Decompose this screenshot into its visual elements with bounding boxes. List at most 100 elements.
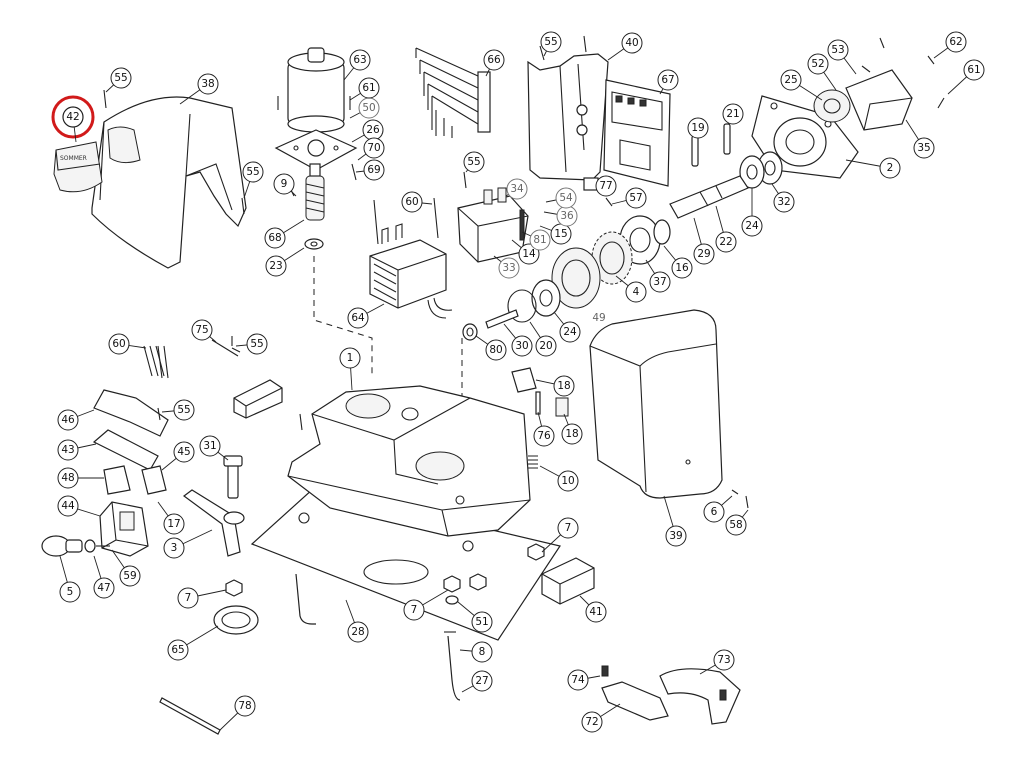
part-block-rails xyxy=(233,379,283,419)
callout-circle xyxy=(879,157,901,179)
callout-42: 42 xyxy=(62,106,84,128)
part-42-key-cap: SOMMER xyxy=(53,141,103,193)
callout-circle xyxy=(595,175,617,197)
callout-number: 57 xyxy=(629,192,642,204)
callout-31: 31 xyxy=(199,435,221,457)
callout-circle xyxy=(363,159,385,181)
callout-number: 81 xyxy=(533,234,546,246)
callout-circle xyxy=(665,525,687,547)
callout-circle xyxy=(557,470,579,492)
callout-9: 9 xyxy=(273,173,295,195)
callout-72: 72 xyxy=(581,711,603,733)
callout-circle xyxy=(177,587,199,609)
callout-circle xyxy=(649,271,671,293)
callout-63: 63 xyxy=(349,49,371,71)
callout-74: 74 xyxy=(567,669,589,691)
callout-number: 24 xyxy=(745,220,759,232)
callout-circle xyxy=(945,31,967,53)
callout-number: 18 xyxy=(565,428,578,440)
callout-circle xyxy=(197,73,219,95)
callout-number: 70 xyxy=(367,142,380,154)
callout-number: 22 xyxy=(719,236,732,248)
callout-1: 1 xyxy=(339,347,361,369)
callout-47: 47 xyxy=(93,577,115,599)
callout-circle xyxy=(273,173,295,195)
callout-32: 32 xyxy=(773,191,795,213)
callout-10: 10 xyxy=(557,470,579,492)
callout-24: 24 xyxy=(741,215,763,237)
callout-number: 10 xyxy=(561,475,574,487)
callout-number: 44 xyxy=(61,500,75,512)
callout-number: 33 xyxy=(502,262,515,274)
callout-77: 77 xyxy=(595,175,617,197)
callout-number: 73 xyxy=(717,654,730,666)
part-26-motor-plate xyxy=(274,129,358,171)
callout-circle xyxy=(339,347,361,369)
callout-number: 27 xyxy=(475,675,488,687)
callout-number: 21 xyxy=(726,108,739,120)
part-75-spring-pin xyxy=(211,339,241,357)
part-10-spring xyxy=(528,455,538,469)
callout-number: 8 xyxy=(479,646,486,658)
part-72-73-74-brackets xyxy=(601,665,741,725)
callout-circle xyxy=(471,611,493,633)
callout-60: 60 xyxy=(401,191,423,213)
callout-number: 15 xyxy=(554,228,567,240)
callout-55: 55 xyxy=(246,333,268,355)
part-78-cable-tie xyxy=(159,697,221,735)
callout-circle xyxy=(167,639,189,661)
callout-circle xyxy=(773,191,795,213)
callout-circle xyxy=(199,435,221,457)
callout-55: 55 xyxy=(463,151,485,173)
callout-24: 24 xyxy=(559,321,581,343)
callout-circle xyxy=(553,375,575,397)
callout-57: 57 xyxy=(625,187,647,209)
part-25-gear xyxy=(813,89,851,123)
callout-circle xyxy=(401,191,423,213)
callout-circle xyxy=(693,243,715,265)
callout-circle xyxy=(471,670,493,692)
callout-58: 58 xyxy=(725,514,747,536)
part-1-gear-base xyxy=(287,385,531,537)
callout-3: 3 xyxy=(163,537,185,559)
callout-28: 28 xyxy=(347,621,369,643)
callout-26: 26 xyxy=(362,119,384,141)
callout-2: 2 xyxy=(879,157,901,179)
callout-21: 21 xyxy=(722,103,744,125)
callout-number: 9 xyxy=(281,178,288,190)
callout-7: 7 xyxy=(557,517,579,539)
callout-59: 59 xyxy=(119,565,141,587)
callout-35: 35 xyxy=(913,137,935,159)
part-41-cap xyxy=(541,557,595,605)
callout-19: 19 xyxy=(687,117,709,139)
callout-48: 48 xyxy=(57,467,79,489)
callout-circle xyxy=(163,513,185,535)
callout-circle xyxy=(559,321,581,343)
callout-number: 67 xyxy=(661,74,674,86)
callout-number: 68 xyxy=(268,232,281,244)
callout-circle xyxy=(581,711,603,733)
part-68-worm-shaft xyxy=(305,163,325,221)
part-35-cap xyxy=(845,69,913,131)
callout-circle xyxy=(173,441,195,463)
callout-circle xyxy=(913,137,935,159)
callout-circle xyxy=(119,565,141,587)
callout-67: 67 xyxy=(657,69,679,91)
callout-number: 7 xyxy=(411,604,418,616)
callout-number: 35 xyxy=(917,142,930,154)
callout-number: 43 xyxy=(61,444,74,456)
callout-circle xyxy=(173,399,195,421)
callout-number: 49 xyxy=(592,312,605,324)
callout-circle xyxy=(518,243,540,265)
callout-number: 78 xyxy=(238,700,251,712)
callout-circle xyxy=(671,257,693,279)
part-63-motor xyxy=(287,47,345,133)
callout-circle xyxy=(57,467,79,489)
callout-45: 45 xyxy=(173,441,195,463)
callout-5: 5 xyxy=(59,581,81,603)
part-48-plate xyxy=(103,465,131,495)
callout-number: 34 xyxy=(510,183,524,195)
callout-circle xyxy=(264,227,286,249)
callout-number: 72 xyxy=(585,716,598,728)
